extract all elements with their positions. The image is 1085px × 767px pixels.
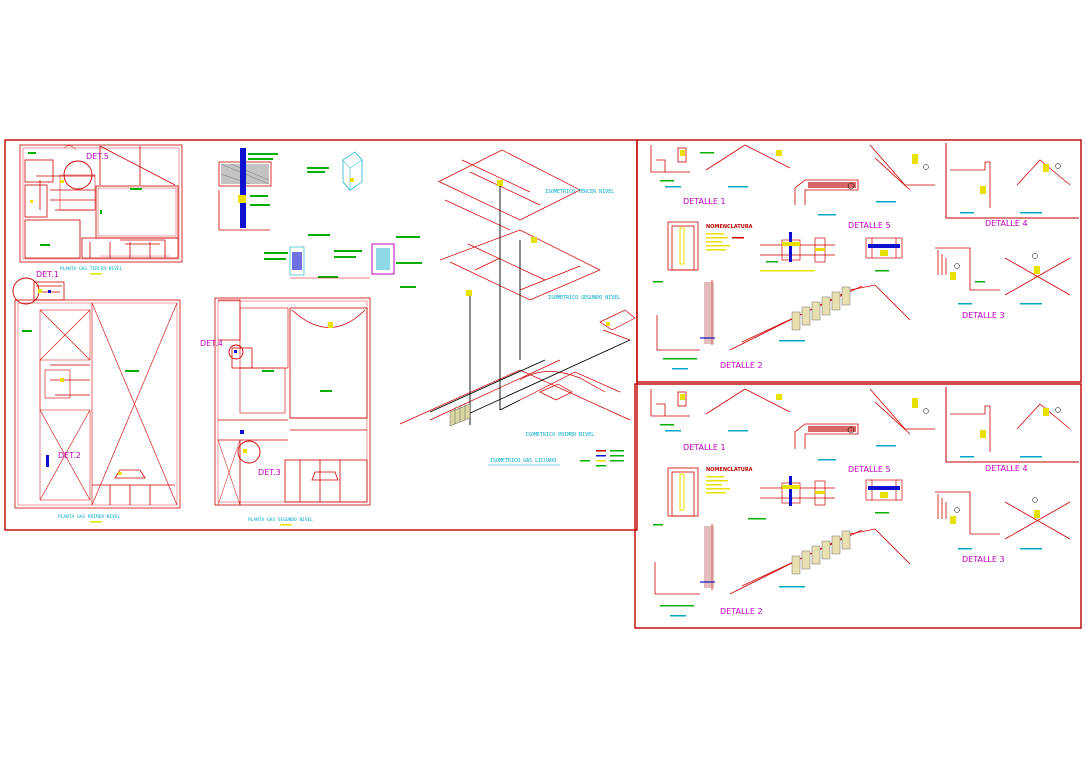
tercer-nivel-yellow-tag: [90, 273, 102, 275]
plan-segundo-nivel: [214, 297, 371, 506]
plan-primer-nivel-marks: [22, 289, 139, 475]
isometric-piping: [399, 149, 636, 425]
a-nomenclatura: NOMENCLATURA: [706, 224, 753, 230]
isometric-markers: [449, 180, 610, 427]
det3-label: DET.3: [258, 468, 281, 477]
a-detalle5-label: DETALLE 5: [848, 221, 891, 230]
section-detail-box: [307, 151, 363, 191]
tercer-nivel-title: PLANTA GAS TERCER NIVEL: [60, 266, 123, 272]
a-detalle1-label: DETALLE 1: [683, 197, 726, 206]
det1-label: DET.1: [36, 270, 59, 279]
b-nomenclatura: NOMENCLATURA: [706, 467, 753, 473]
section-detail-meters: [264, 234, 422, 288]
b-detalle1-label: DETALLE 1: [683, 443, 726, 452]
details-sheet-b: DETALLE 1 DETALLE 5 DETALLE 4 N: [634, 383, 1082, 629]
b-cylinder-row: [791, 530, 851, 575]
details-sheet-a: DETALLE 1 DETALLE 5 DETALLE 4 N: [636, 139, 1082, 383]
b-detalle3-label: DETALLE 3: [962, 555, 1005, 564]
b-detalle5-label: DETALLE 5: [848, 465, 891, 474]
det5-label: DET.5: [86, 152, 109, 161]
a-cylinder-row: [791, 286, 851, 331]
a-detalle2-label: DETALLE 2: [720, 361, 763, 370]
plan-primer-nivel: [12, 277, 181, 509]
plan-tercer-nivel-marks: [28, 152, 142, 246]
b-detalle4-label: DETALLE 4: [985, 464, 1028, 473]
plan-tercer-nivel: [19, 144, 183, 263]
b-detalle2-label: DETALLE 2: [720, 607, 763, 616]
segundo-nivel-title: PLANTA GAS SEGUNDO NIVEL: [248, 517, 313, 523]
iso-segundo-label: ISOMETRICO SEGUNDO NIVEL: [548, 295, 620, 301]
det2-label: DET.2: [58, 451, 81, 460]
details-b-frame: [634, 383, 1082, 629]
det4-label: DET.4: [200, 339, 223, 348]
isometric-riser-lines: [429, 185, 631, 425]
section-detail-wall: [218, 148, 278, 231]
primer-nivel-yellow-tag: [90, 521, 102, 523]
segundo-nivel-yellow-tag: [280, 524, 292, 526]
a-detalle3-label: DETALLE 3: [962, 311, 1005, 320]
a-detalle4-label: DETALLE 4: [985, 219, 1028, 228]
sheet1-frame: [4, 139, 638, 531]
iso-general-label: ISOMETRICO GAS LICUADO: [490, 458, 556, 464]
plan-segundo-nivel-marks: [234, 322, 333, 453]
iso-tercer-label: ISOMETRICO TERCER NIVEL: [545, 189, 614, 195]
details-a-frame: [636, 139, 1082, 383]
legend-small: [580, 450, 624, 467]
primer-nivel-title: PLANTA GAS PRIMER NIVEL: [58, 514, 121, 520]
iso-primer-label: ISOMETRICO PRIMER NIVEL: [525, 432, 594, 438]
